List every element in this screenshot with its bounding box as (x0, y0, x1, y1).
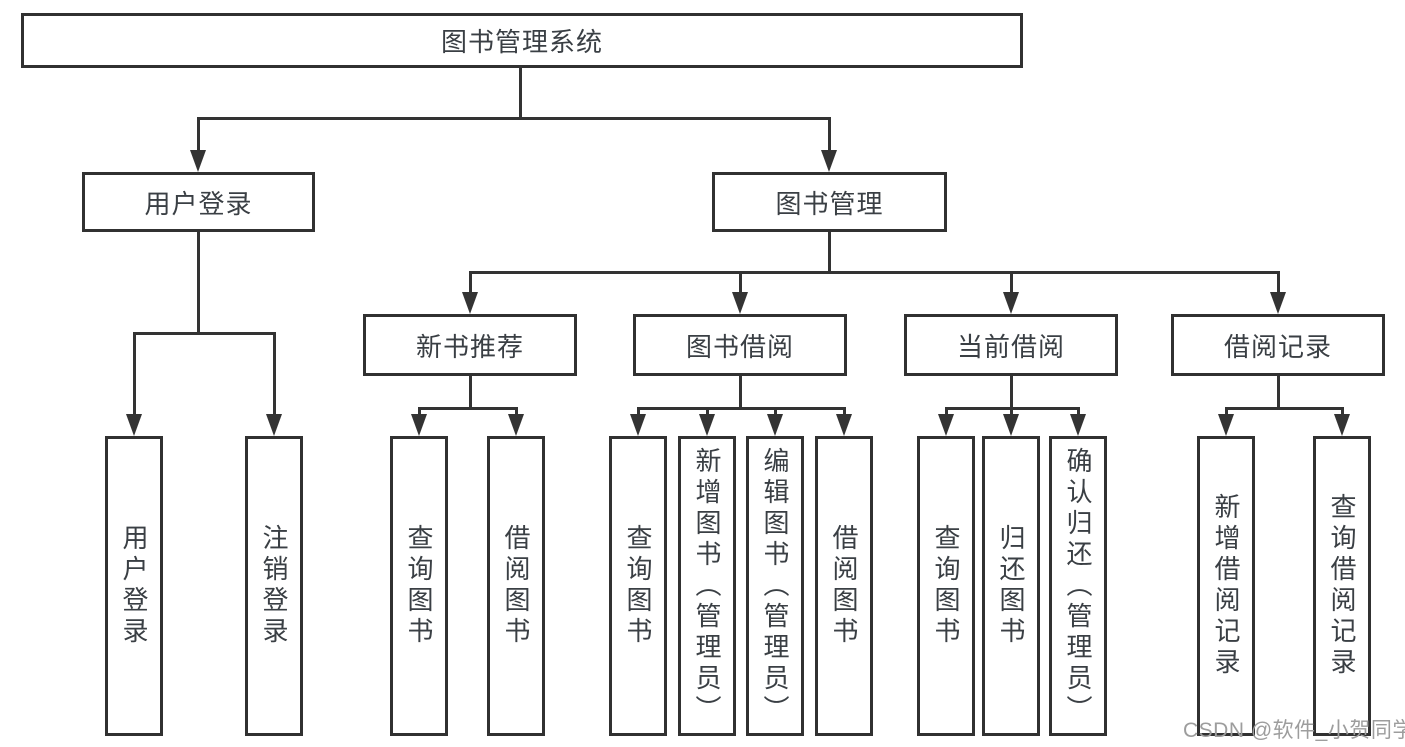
connector-user-login-rail (133, 332, 276, 335)
arrowhead-user-login (190, 150, 206, 172)
leaf-label: 借阅图书 (501, 524, 531, 648)
node-current-borrowing: 当前借阅 (904, 314, 1118, 376)
leaf-add-borrow-record: 新增借阅记录 (1197, 436, 1255, 736)
node-label: 新书推荐 (415, 331, 524, 362)
leaf-label: 新增图书（管理员） (692, 446, 722, 726)
leaf-label: 归还图书 (996, 524, 1026, 648)
leaf-borrow-books-2: 借阅图书 (815, 436, 873, 736)
arrowhead-leaf (1218, 414, 1234, 436)
connector-drop-book-borrow (739, 271, 742, 293)
leaf-label: 确认归还（管理员） (1063, 446, 1093, 726)
leaf-confirm-return-admin: 确认归还（管理员） (1049, 436, 1107, 736)
connector-current-borrow-stem (1010, 376, 1013, 410)
node-book-management: 图书管理 (712, 172, 947, 232)
connector-drop-leaf (418, 407, 421, 417)
csdn-watermark: CSDN @软件_小贺同学 (1183, 719, 1405, 742)
connector-drop-leaf (1225, 407, 1228, 417)
connector-borrow-records-rail (1225, 407, 1344, 410)
arrowhead-leaf (699, 414, 715, 436)
connector-new-book-rec-stem (469, 376, 472, 410)
connector-drop-leaf (945, 407, 948, 417)
arrowhead-leaf (1070, 414, 1086, 436)
connector-drop-current-borrow (1010, 271, 1013, 293)
node-book-borrowing: 图书借阅 (633, 314, 847, 376)
arrowhead-leaf (1003, 414, 1019, 436)
connector-level2-rail (197, 117, 831, 120)
connector-new-book-rec-rail (418, 407, 518, 410)
arrowhead-book-borrow (732, 292, 748, 314)
arrowhead-leaf (938, 414, 954, 436)
connector-level3-rail (469, 271, 1280, 274)
connector-drop-leaf (273, 332, 276, 416)
connector-drop-leaf (1010, 407, 1013, 417)
leaf-query-borrow-record: 查询借阅记录 (1313, 436, 1371, 736)
leaf-label: 借阅图书 (829, 524, 859, 648)
connector-drop-leaf (774, 407, 777, 417)
connector-drop-book-mgmt (828, 117, 831, 153)
leaf-user-login: 用户登录 (105, 436, 163, 736)
connector-drop-user-login (197, 117, 200, 153)
leaf-edit-books-admin: 编辑图书（管理员） (746, 436, 804, 736)
connector-drop-leaf (637, 407, 640, 417)
leaf-label: 查询图书 (404, 524, 434, 648)
arrowhead-leaf (767, 414, 783, 436)
arrowhead-leaf (630, 414, 646, 436)
leaf-label: 编辑图书（管理员） (760, 446, 790, 726)
node-user-login: 用户登录 (82, 172, 315, 232)
leaf-return-books: 归还图书 (982, 436, 1040, 736)
connector-drop-leaf (1077, 407, 1080, 417)
connector-borrow-records-stem (1277, 376, 1280, 410)
leaf-logout: 注销登录 (245, 436, 303, 736)
leaf-borrow-books-1: 借阅图书 (487, 436, 545, 736)
leaf-label: 用户登录 (119, 524, 149, 648)
leaf-label: 注销登录 (259, 524, 289, 648)
connector-user-login-stem (197, 232, 200, 335)
arrowhead-leaf (836, 414, 852, 436)
leaf-label: 查询借阅记录 (1327, 493, 1357, 679)
connector-book-borrow-rail (637, 407, 846, 410)
node-label: 图书管理系统 (440, 27, 603, 57)
connector-drop-leaf (133, 332, 136, 416)
arrowhead-leaf (126, 414, 142, 436)
leaf-label: 查询图书 (931, 524, 961, 648)
connector-drop-leaf (515, 407, 518, 417)
node-library-system: 图书管理系统 (21, 13, 1023, 68)
arrowhead-leaf (1334, 414, 1350, 436)
connector-book-borrow-stem (739, 376, 742, 410)
arrowhead-book-mgmt (821, 150, 837, 172)
node-label: 当前借阅 (956, 331, 1065, 362)
node-label: 图书管理 (775, 188, 884, 219)
arrowhead-current-borrow (1003, 292, 1019, 314)
leaf-query-books-2: 查询图书 (609, 436, 667, 736)
connector-drop-leaf (843, 407, 846, 417)
leaf-query-books-3: 查询图书 (917, 436, 975, 736)
node-label: 用户登录 (144, 188, 253, 219)
connector-root-stem (519, 66, 522, 119)
node-label: 图书借阅 (685, 331, 794, 362)
leaf-query-books-1: 查询图书 (390, 436, 448, 736)
node-borrowing-records: 借阅记录 (1171, 314, 1385, 376)
node-new-book-recommend: 新书推荐 (363, 314, 577, 376)
leaf-label: 查询图书 (623, 524, 653, 648)
connector-drop-leaf (706, 407, 709, 417)
arrowhead-leaf (411, 414, 427, 436)
leaf-label: 新增借阅记录 (1211, 493, 1241, 679)
arrowhead-borrow-records (1270, 292, 1286, 314)
connector-book-mgmt-stem (828, 232, 831, 274)
arrowhead-leaf (266, 414, 282, 436)
connector-drop-leaf (1341, 407, 1344, 417)
connector-drop-borrow-records (1277, 271, 1280, 293)
connector-drop-new-book-rec (469, 271, 472, 293)
leaf-add-books-admin: 新增图书（管理员） (678, 436, 736, 736)
arrowhead-new-book-rec (462, 292, 478, 314)
node-label: 借阅记录 (1223, 331, 1332, 362)
arrowhead-leaf (508, 414, 524, 436)
